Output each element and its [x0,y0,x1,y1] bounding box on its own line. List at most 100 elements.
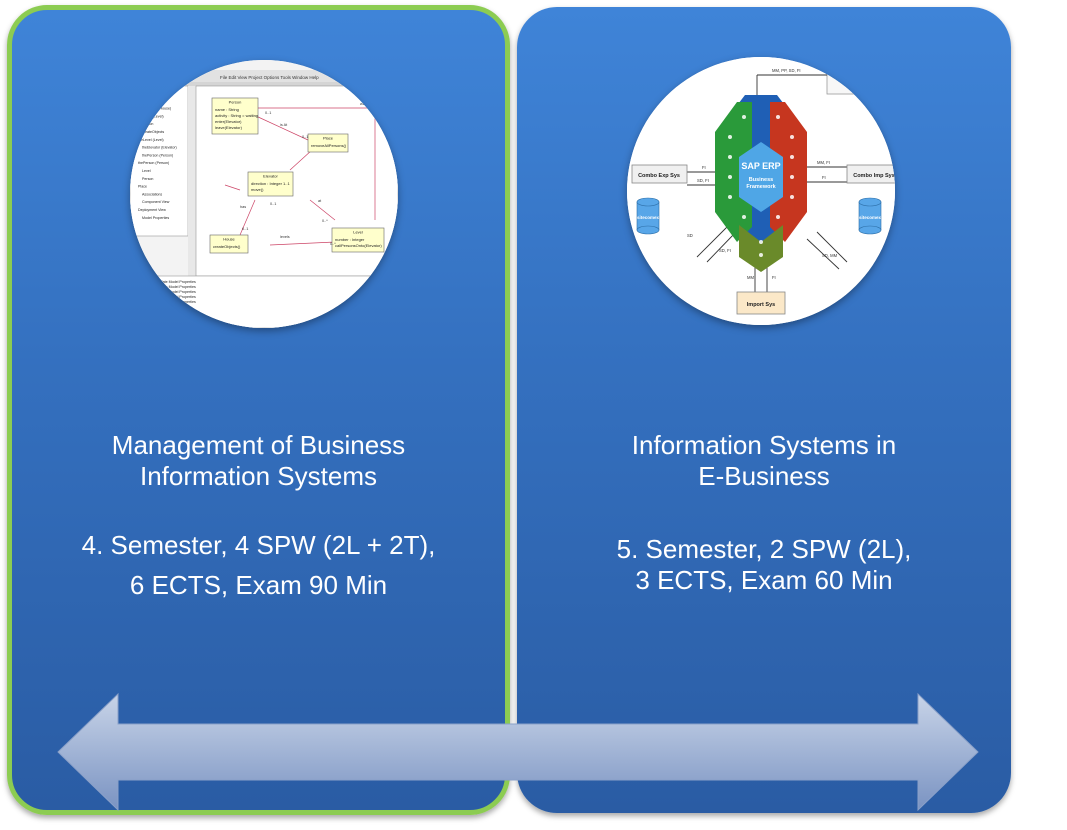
tree-item: createObjects [142,130,164,134]
class-box [307,133,349,153]
course-detail-line: 3 ECTS, Exam 60 Min [635,565,893,595]
module-marker [742,215,746,219]
class-method: leave(Elevator) [215,125,243,130]
association-label: is At [280,123,288,127]
course-title-line: Information Systems [140,461,377,491]
sap-erp-framework-diagram: SAP ERP Business Framework Combo Exp Sys… [627,57,895,325]
tree-item: theLevel (Level) [138,114,164,118]
module-marker [759,253,763,257]
class-method: callPersonsOnto(Elevator) [335,243,382,248]
class-attribute: name : String [215,107,239,112]
class-name: Elevator [263,174,278,179]
uml-diagram-image: File Edit View Project Options Tools Win… [130,60,398,328]
flow-label: MM [747,275,754,280]
tree-item: theHouse (House) [142,107,171,111]
course-card-management: File Edit View Project Options Tools Win… [7,5,510,815]
course-title: Management of Business Information Syste… [12,430,505,492]
course-details: 5. Semester, 2 SPW (2L), 3 ECTS, Exam 60… [517,534,1011,596]
tree-item: theLevel (Level) [138,138,164,142]
message-list-item: Update Model Properties [156,280,196,284]
course-title-line: E-Business [698,461,830,491]
svg-text:Framework: Framework [746,184,776,190]
association-label: has [240,205,246,209]
multiplicity-label: 0..* [322,219,328,223]
module-marker [790,195,794,199]
flow-label: SD, FI [697,178,709,183]
course-title-line: Management of Business [111,430,406,460]
module-marker [790,175,794,179]
association-label: wantsTo [360,102,374,106]
class-method: removeAllPersons() [311,143,347,148]
flow-label: SD [687,233,693,238]
class-box [211,97,259,135]
module-marker [742,115,746,119]
module-marker [759,240,763,244]
course-card-ebusiness: SAP ERP Business Framework Combo Exp Sys… [517,7,1011,813]
sap-erp-title: SAP ERP [741,161,780,171]
module-marker [728,195,732,199]
tree-item: Deployment View [138,208,166,212]
system-box: Import Sys [747,302,775,308]
uml-screenshot: File Edit View Project Options Tools Win… [130,60,398,328]
message-list-item: Update Model Properties [156,290,196,294]
message-list-item: Update Model Properties [156,285,196,289]
module-marker [790,155,794,159]
class-attribute: direction : Integer 1..1 [251,181,290,186]
class-box [209,234,249,254]
system-box: Combo Imp Sys [853,173,895,179]
course-title: Information Systems in E-Business [517,430,1011,492]
tree-item: direction [138,91,152,95]
tree-item: Level [142,169,151,173]
multiplicity-label: 0..1 [265,111,271,115]
class-method: enter(Elevator) [215,119,242,124]
flow-label: FI [772,275,776,280]
sap-erp-diagram-image: SAP ERP Business Framework Combo Exp Sys… [627,57,895,325]
class-method: createObjects() [213,244,241,249]
multiplicity-label: 0..1 [270,202,276,206]
multiplicity-label: 0..1 [302,135,308,139]
class-name: House [223,237,235,242]
module-marker [790,135,794,139]
course-detail-line: 6 ECTS, Exam 90 Min [129,570,388,600]
tree-item: move [142,99,151,103]
class-method: move() [251,187,264,192]
course-title-line: Information Systems in [631,430,897,460]
flow-label: MM, FI [817,160,830,165]
flow-label: FI [702,165,706,170]
tree-item: Person [142,177,153,181]
flow-label: FI [822,175,826,180]
svg-text:Business: Business [749,177,773,183]
flow-label: MM, PP, SD, FI [772,68,801,73]
class-box [331,227,385,253]
module-marker [776,115,780,119]
module-marker [728,175,732,179]
database-label: sitecomex [637,215,660,220]
module-marker [776,215,780,219]
menu-bar: File Edit View Project Options Tools Win… [220,75,319,80]
class-name: Place [323,136,334,141]
tree-item: thePerson (Person) [138,161,169,165]
tree-item: Model Properties [142,216,169,220]
course-details: 4. Semester, 4 SPW (2L + 2T), 6 ECTS, Ex… [12,525,505,605]
flow-label: SD, MM [822,253,838,258]
course-detail-line: 4. Semester, 4 SPW (2L + 2T), [81,530,436,560]
system-box: Combo Exp Sys [638,173,680,179]
message-list-item: Update Model Properties [156,300,196,304]
tree-item: theElevator (Elevator) [142,146,177,150]
tree-item: Associations [142,192,162,196]
class-attribute: activity : String = waiting [215,113,258,118]
module-marker [728,135,732,139]
class-attribute: number : Integer [335,237,365,242]
multiplicity-label: 0..1 [242,227,248,231]
tree-item: Person [142,122,153,126]
class-name: Person [229,100,242,105]
message-list-item: Update Model Properties [156,295,196,299]
association-label: levels [280,235,290,239]
class-box [247,171,294,197]
flow-label: SD, FI [719,248,731,253]
association-label: at [318,199,322,203]
module-marker [728,155,732,159]
class-name: Level [353,230,363,235]
multiplicity-label: 0..* [330,242,336,246]
tree-item: thePerson (Person) [142,153,173,157]
